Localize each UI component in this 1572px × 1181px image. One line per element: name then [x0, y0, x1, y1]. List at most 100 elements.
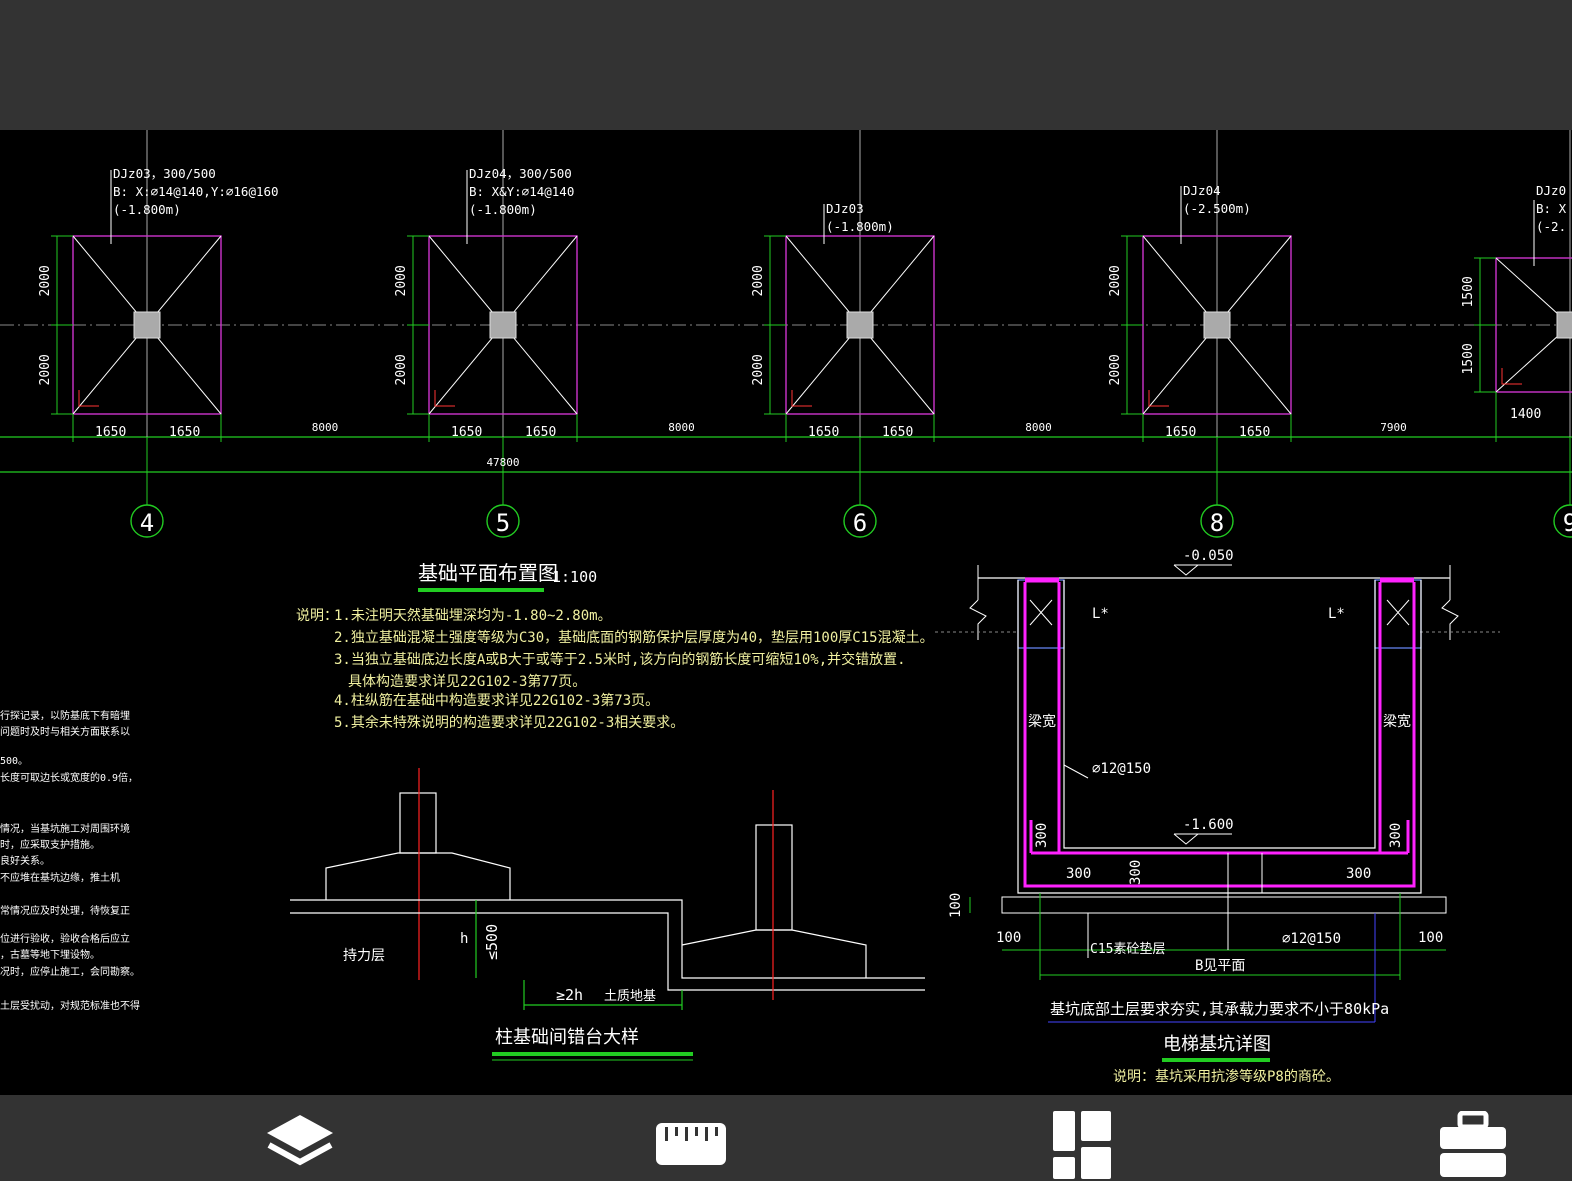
svg-text:300: 300: [1034, 823, 1050, 848]
svg-text:不应堆在基坑边缘，推土机: 不应堆在基坑边缘，推土机: [0, 871, 120, 884]
total-dim: 47800: [486, 456, 519, 469]
svg-text:2000: 2000: [394, 265, 409, 296]
svg-text:1650: 1650: [451, 425, 482, 440]
span-dim-1: 8000: [312, 421, 339, 434]
svg-text:1650: 1650: [525, 425, 556, 440]
svg-text:2000: 2000: [1108, 265, 1123, 296]
top-bar: [0, 0, 1572, 130]
toolbox-button[interactable]: [1428, 1107, 1518, 1181]
svg-text:2000: 2000: [1108, 354, 1123, 385]
svg-text:常情况应及时处理，待恢复正: 常情况应及时处理，待恢复正: [0, 904, 130, 917]
svg-text:1650: 1650: [169, 425, 200, 440]
svg-text:(-1.800m): (-1.800m): [113, 202, 181, 217]
svg-text:100: 100: [948, 893, 964, 918]
note-2: 2.独立基础混凝土强度等级为C30，基础底面的钢筋保护层厚度为40，垫层用100…: [334, 629, 934, 646]
layers-button[interactable]: [255, 1107, 345, 1181]
stagger-2h: ≥2h: [556, 986, 583, 1004]
svg-text:300: 300: [1346, 866, 1371, 882]
svg-text:1400: 1400: [1510, 407, 1541, 422]
ruler-icon: [656, 1123, 726, 1165]
left-notes: 行探记录，以防基底下有暗埋 问题时及时与相关方面联系以 500。 长度可取边长或…: [0, 709, 140, 1012]
svg-text:土层受扰动，对规范标准也不得: 土层受扰动，对规范标准也不得: [0, 999, 140, 1012]
drawing-canvas[interactable]: 2000 2000 1650 1650 DJz03，300/500 B: X:⌀14@14…: [0, 130, 1572, 1095]
axis-label: 8: [1210, 509, 1224, 537]
pit-bottom-rebar: ⌀12@150: [1282, 931, 1341, 947]
svg-text:B: X: B: X: [1536, 201, 1567, 216]
svg-text:B: X&Y:⌀14@140: B: X&Y:⌀14@140: [469, 184, 574, 199]
pit-b-see-plan: B见平面: [1195, 958, 1245, 974]
svg-text:2000: 2000: [38, 354, 53, 385]
svg-text:300: 300: [1128, 860, 1144, 885]
footing-label: DJz04，300/500: [469, 166, 572, 181]
plan-scale: 1:100: [552, 568, 597, 586]
note-3: 3.当独立基础底边长度A或B大于或等于2.5米时,该方向的钢筋长度可缩短10%,…: [334, 651, 906, 668]
axis-bubble: [486, 504, 520, 538]
svg-text:(-2.500m): (-2.500m): [1183, 201, 1251, 216]
foundation-plan: 2000 2000 1650 1650 DJz03，300/500 B: X:⌀14@14…: [0, 130, 1572, 538]
svg-text:2000: 2000: [751, 354, 766, 385]
axis-label: 9: [1563, 509, 1572, 537]
svg-text:时，应采取支护措施。: 时，应采取支护措施。: [0, 838, 100, 851]
axis-label: 6: [853, 509, 867, 537]
svg-text:1650: 1650: [1165, 425, 1196, 440]
svg-text:300: 300: [1066, 866, 1091, 882]
svg-text:1650: 1650: [808, 425, 839, 440]
svg-text:1500: 1500: [1461, 276, 1476, 307]
pit-title: 电梯基坑详图: [1163, 1034, 1271, 1055]
column: [1203, 311, 1231, 339]
span-dim-4: 7900: [1380, 421, 1407, 434]
pit-top-level: -0.050: [1183, 548, 1234, 564]
elevator-pit-detail: [935, 564, 1500, 1022]
toolbox-icon: [1440, 1111, 1506, 1177]
stagger-h: h: [460, 931, 468, 947]
pit-beam-width-left: 梁宽: [1028, 713, 1056, 730]
svg-text:500。: 500。: [0, 756, 28, 767]
svg-text:情况，当基坑施工对周围环境: 情况，当基坑施工对周围环境: [0, 822, 130, 835]
footing-label: DJz04: [1183, 183, 1221, 198]
measure-button[interactable]: [646, 1107, 736, 1181]
stagger-bearing: 持力层: [343, 948, 385, 964]
layout-button[interactable]: [1037, 1107, 1127, 1181]
svg-text:长度可取边长或宽度的0.9倍，: 长度可取边长或宽度的0.9倍，: [0, 771, 138, 784]
svg-text:良好关系。: 良好关系。: [0, 854, 50, 867]
layout-grid-icon: [1053, 1111, 1111, 1179]
axis-label: 4: [140, 509, 154, 537]
notes-prefix: 说明：: [296, 608, 338, 624]
footing-label: DJz03: [826, 201, 864, 216]
svg-text:(-1.800m): (-1.800m): [469, 202, 537, 217]
svg-text:B: X:⌀14@140,Y:⌀16@160: B: X:⌀14@140,Y:⌀16@160: [113, 184, 279, 199]
note-1: 1.未注明天然基础埋深均为-1.80~2.80m。: [334, 607, 612, 624]
footing-2[interactable]: 2000 2000 1650 1650 DJz04，300/500 B: X&Y:⌀14@…: [394, 130, 578, 538]
stagger-fill: 土质地基: [604, 989, 656, 1004]
svg-text:1650: 1650: [95, 425, 126, 440]
note-4: 4.柱纵筋在基础中构造要求详见22G102-3第73页。: [334, 692, 659, 709]
pit-beam-left: L*: [1092, 606, 1109, 622]
svg-text:(-1.800m): (-1.800m): [826, 219, 894, 234]
svg-text:况时，应停止施工，会同勘察。: 况时，应停止施工，会同勘察。: [0, 965, 140, 978]
footing-4[interactable]: 2000 2000 1650 1650 DJz04 (-2.500m) 8: [1108, 130, 1292, 538]
svg-text:2000: 2000: [394, 354, 409, 385]
svg-text:1650: 1650: [1239, 425, 1270, 440]
svg-text:问题时及时与相关方面联系以: 问题时及时与相关方面联系以: [0, 725, 130, 738]
plan-title: 基础平面布置图: [418, 561, 558, 585]
pit-note: 说明：基坑采用抗渗等级P8的商砼。: [1113, 1068, 1340, 1085]
footing-label: DJz0: [1536, 183, 1566, 198]
svg-text:行探记录，以防基底下有暗埋: 行探记录，以防基底下有暗埋: [0, 709, 130, 722]
axis-label: 5: [496, 509, 510, 537]
note-5: 5.其余未特殊说明的构造要求详见22G102-3相关要求。: [334, 714, 684, 731]
note-3b: 具体构造要求详见22G102-3第77页。: [348, 673, 586, 690]
stagger-title: 柱基础间错台大样: [495, 1027, 639, 1048]
svg-text:1500: 1500: [1461, 343, 1476, 374]
pit-requirement: 基坑底部土层要求夯实,其承载力要求不小于80kPa: [1050, 1000, 1389, 1018]
column: [1556, 311, 1572, 339]
stagger-h-limit: ≤500: [483, 924, 501, 960]
bottom-toolbar: [0, 1095, 1572, 1181]
svg-text:100: 100: [1418, 930, 1443, 946]
span-dim-2: 8000: [668, 421, 695, 434]
pit-beam-right: L*: [1328, 606, 1345, 622]
footing-label: DJz03，300/500: [113, 166, 216, 181]
